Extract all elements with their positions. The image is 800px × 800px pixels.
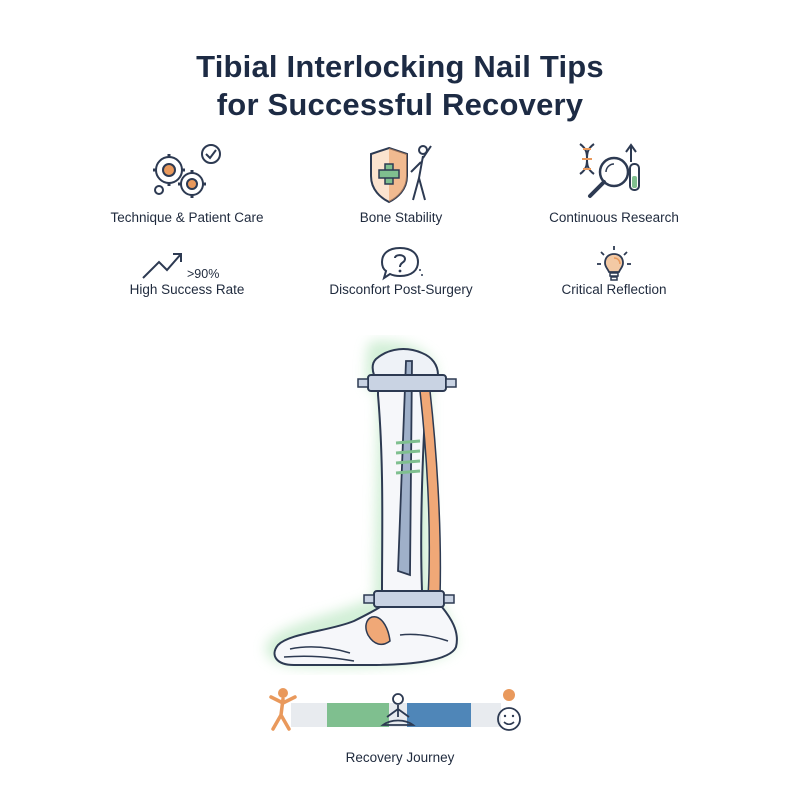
gears-check-icon [153,144,221,198]
question-bubble-icon [380,246,423,281]
page-title: Tibial Interlocking Nail Tips for Succes… [0,48,800,124]
feature-label: Critical Reflection [561,282,667,297]
journey-stage-early [327,703,389,727]
dna-magnifier-icon [579,143,640,198]
feature-label: Bone Stability [359,210,443,225]
recovery-journey-label: Recovery Journey [345,750,455,765]
smiley-icon [497,689,521,731]
title-line-1: Tibial Interlocking Nail Tips [196,49,604,84]
feature-label: High Success Rate [129,282,245,297]
feature-success-rate: >90% High Success Rate [87,248,287,297]
feature-technique: Technique & Patient Care [87,140,287,225]
lower-locking-bolt [363,590,455,608]
journey-stage-late [407,703,471,727]
upper-locking-bolt [357,374,457,392]
ankle-joint [365,616,391,646]
foot-bones [273,606,458,666]
meditation-icon [380,693,416,726]
interlocking-screws [395,439,421,475]
shield-person-icon [370,145,432,204]
feature-label: Continuous Research [549,210,679,225]
feature-research: Continuous Research [514,140,714,225]
feature-bone-stability: Bone Stability [301,140,501,225]
title-line-2: for Successful Recovery [216,87,584,122]
success-stat: >90% [187,267,219,281]
intramedullary-nail [397,360,413,577]
feature-label: Technique & Patient Care [110,210,264,225]
feature-label: Disconfort Post-Surgery [329,282,473,297]
recovery-journey-bar [269,688,521,731]
person-in-pain-icon [269,688,297,731]
feature-reflection: Critical Reflection [514,244,714,297]
tibia-nail-illustration [265,340,458,668]
trend-arrow-icon: >90% [142,253,219,281]
lightbulb-icon [597,246,631,281]
feature-discomfort: Disconfort Post-Surgery [301,244,501,297]
toe-bones [283,633,449,662]
